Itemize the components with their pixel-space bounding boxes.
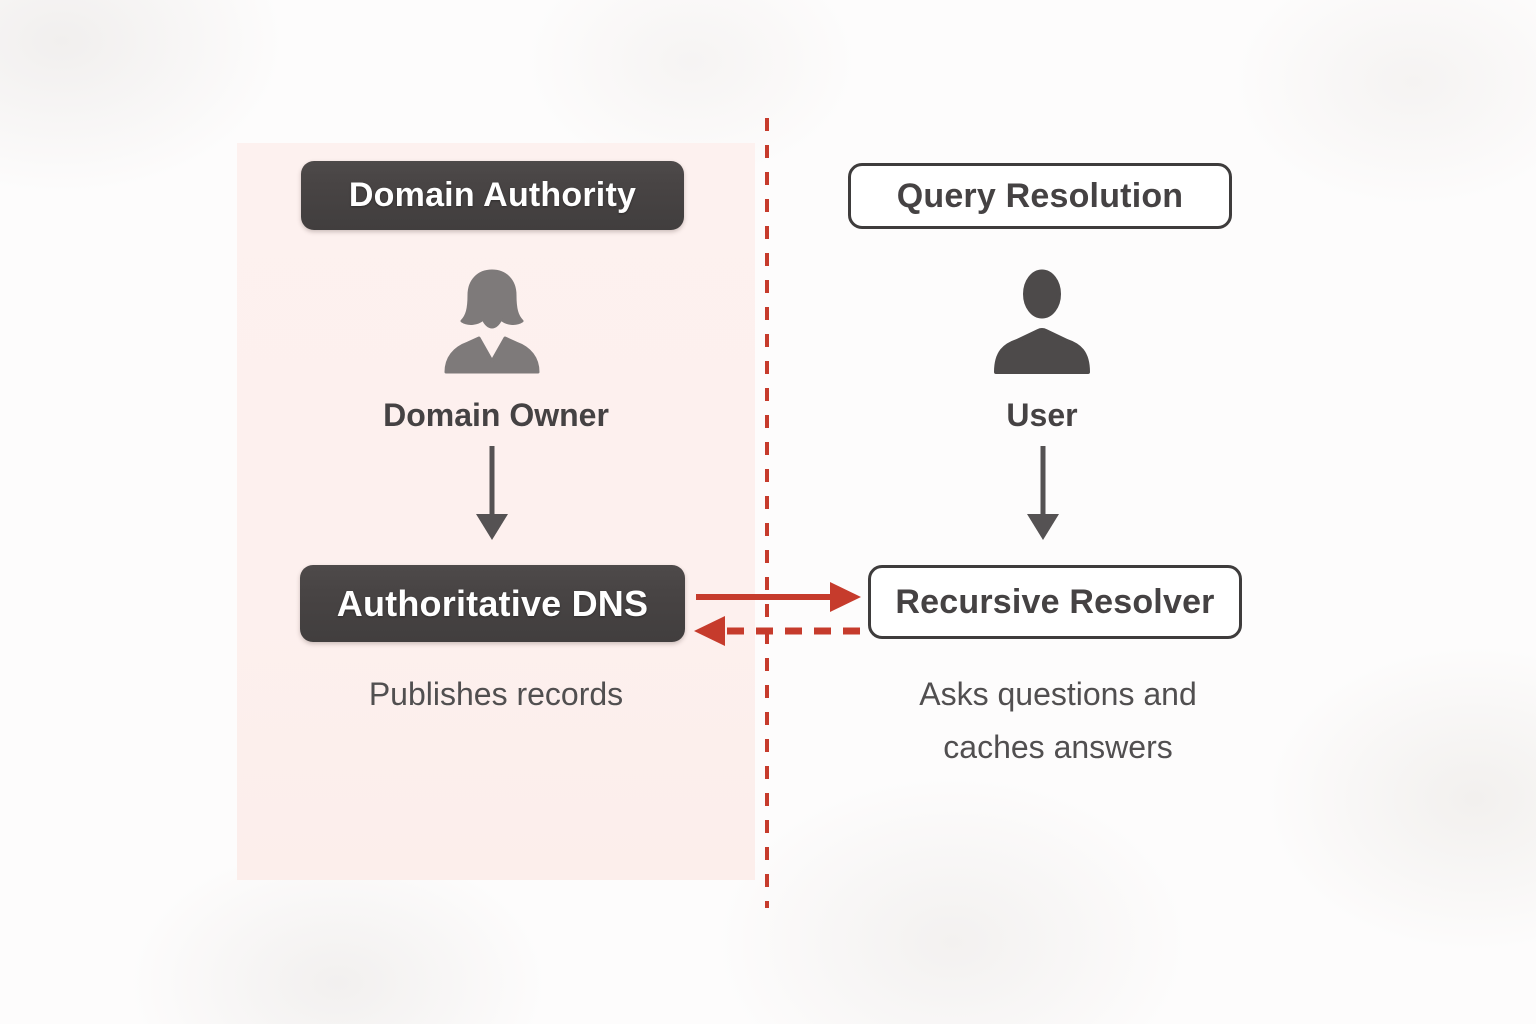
down-arrow-icon (1027, 446, 1059, 540)
query-solid-right-arrow-icon (696, 582, 861, 612)
response-dashed-left-arrow-icon (694, 616, 860, 646)
domain-authority-panel (237, 143, 755, 880)
asks-questions-caption: Asks questions and caches answers (919, 676, 1197, 765)
authoritative-dns-node: Authoritative DNS (300, 565, 685, 642)
publishes-records-caption: Publishes records (368, 676, 624, 712)
user-label: User (1006, 397, 1078, 433)
query-response-arrows (694, 582, 861, 646)
domain-owner-label: Domain Owner (383, 397, 609, 433)
man-silhouette-icon (994, 269, 1090, 374)
query-resolution-header: Query Resolution (848, 163, 1232, 229)
recursive-resolver-node: Recursive Resolver (868, 565, 1242, 639)
domain-authority-header: Domain Authority (301, 161, 684, 230)
down-arrow-icon (476, 446, 508, 540)
section-divider-dashed-line (765, 118, 769, 908)
woman-silhouette-icon (444, 269, 540, 374)
